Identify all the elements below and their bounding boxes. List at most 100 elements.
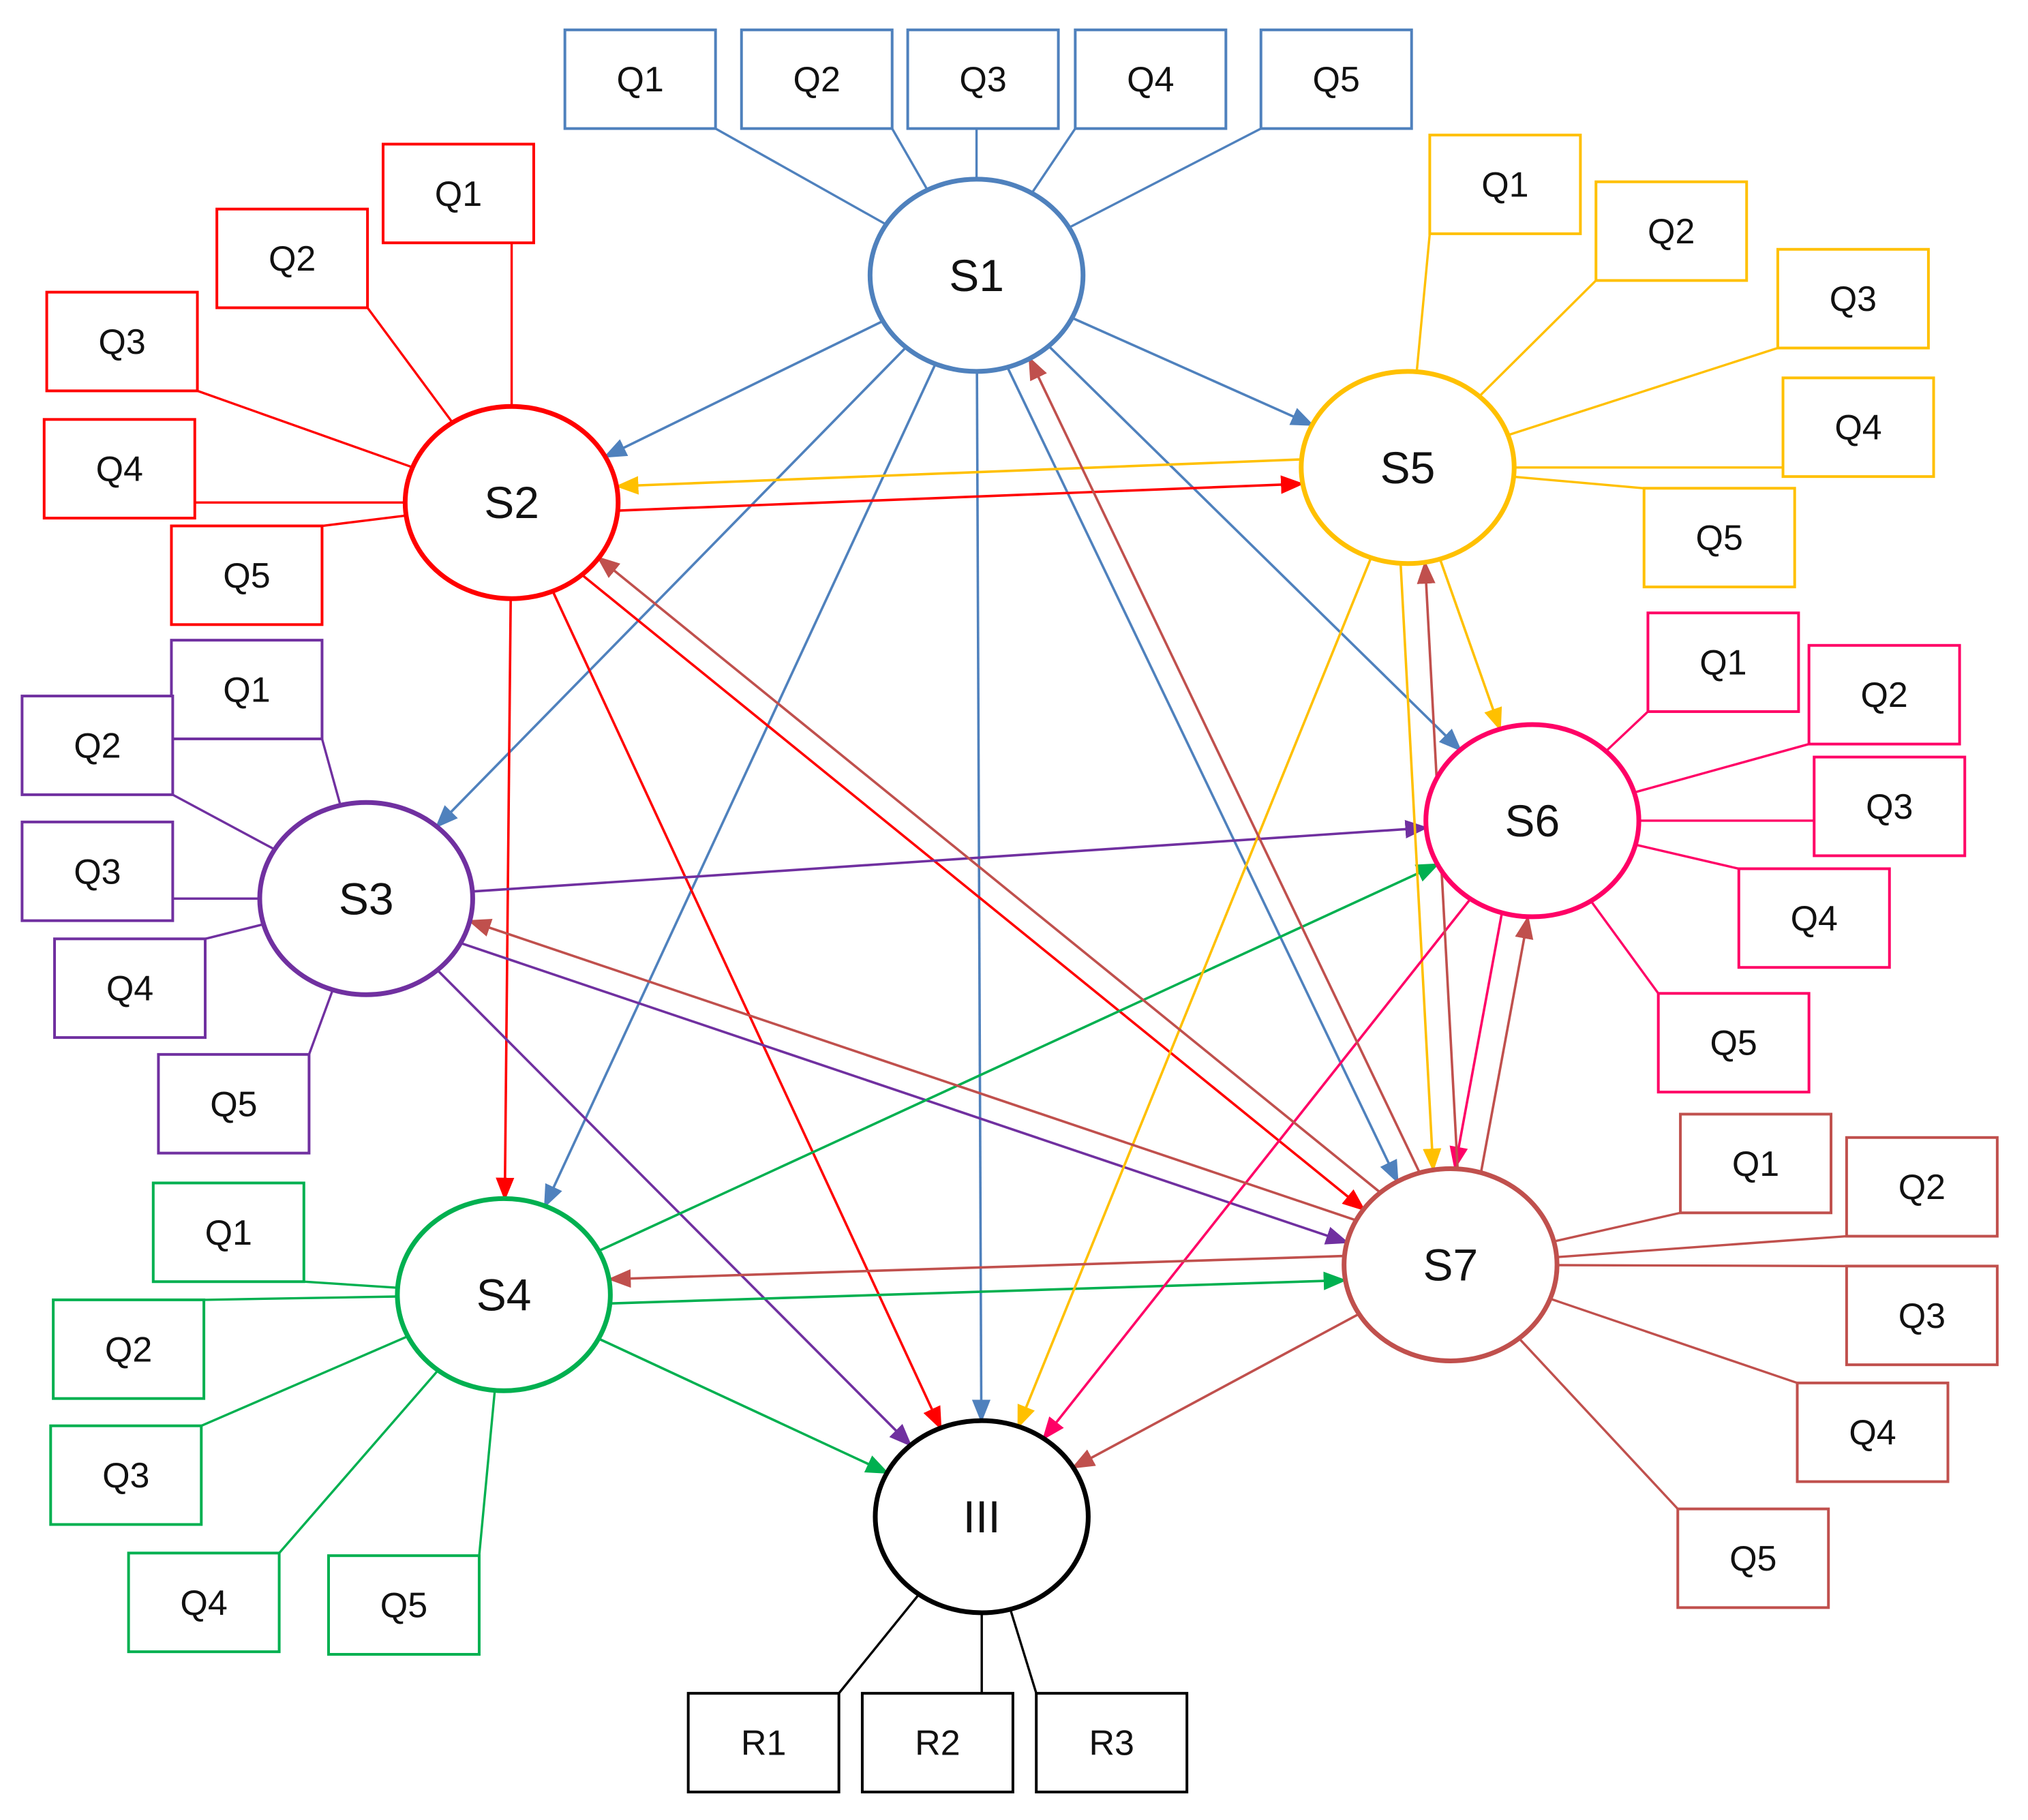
indicator-box-s2-q1: Q1	[381, 142, 535, 245]
indicator-label: R3	[1089, 1724, 1134, 1763]
indicator-box-s7-q1: Q1	[1679, 1112, 1833, 1215]
construct-node-s4: S4	[395, 1196, 613, 1393]
indicator-label: Q1	[1699, 643, 1746, 683]
indicator-label: Q3	[1898, 1296, 1946, 1336]
indicator-link-s4-q4	[278, 1369, 440, 1554]
indicator-label: Q4	[1849, 1413, 1896, 1453]
indicator-label: Q3	[98, 322, 145, 362]
indicator-box-s5-q2: Q2	[1594, 180, 1749, 282]
path-arrow-s2-to-s7	[582, 575, 1366, 1211]
path-arrow-s3-to-s7	[461, 942, 1350, 1245]
construct-node-s2: S2	[402, 404, 621, 601]
indicator-label: Q3	[1866, 787, 1913, 827]
path-arrow-s7-to-s3	[467, 919, 1355, 1222]
indicator-label: Q2	[1648, 212, 1695, 252]
indicator-link-s6-q5	[1590, 900, 1660, 995]
path-arrow-s4-to-s6	[598, 863, 1440, 1252]
indicator-box-iii-r2: R2	[860, 1692, 1014, 1793]
path-arrow-s2-to-s4	[496, 598, 515, 1201]
indicator-box-s4-q3: Q3	[49, 1424, 203, 1526]
indicator-link-s3-q4	[205, 923, 264, 940]
indicator-box-s2-q4: Q4	[42, 418, 196, 520]
indicator-box-s3-q1: Q1	[170, 639, 324, 740]
indicator-box-s6-q4: Q4	[1737, 867, 1891, 969]
indicator-label: Q4	[180, 1583, 227, 1623]
construct-label: S5	[1380, 442, 1436, 493]
indicator-link-s5-q2	[1478, 279, 1597, 397]
indicator-box-s1-q5: Q5	[1259, 28, 1413, 130]
indicator-label: Q2	[74, 726, 121, 765]
construct-label: III	[963, 1491, 1001, 1542]
indicator-box-s2-q3: Q3	[45, 290, 199, 393]
indicator-link-s1-q1	[714, 127, 887, 226]
indicator-link-s6-q4	[1635, 843, 1740, 870]
indicator-label: Q1	[1732, 1144, 1779, 1184]
indicator-box-s7-q4: Q4	[1796, 1381, 1950, 1483]
path-arrow-s3-to-s6	[472, 819, 1429, 893]
indicator-box-s5-q5: Q5	[1642, 487, 1796, 589]
indicator-label: Q1	[223, 671, 270, 710]
indicator-box-s4-q2: Q2	[52, 1298, 206, 1400]
indicator-box-s5-q1: Q1	[1428, 134, 1582, 235]
path-arrow-s5-to-s2	[615, 458, 1301, 495]
construct-node-s7: S7	[1342, 1166, 1560, 1363]
indicator-box-s2-q5: Q5	[170, 524, 324, 626]
indicator-link-s2-q2	[366, 307, 454, 424]
indicator-link-s4-q1	[303, 1280, 398, 1289]
path-arrow-s5-to-s6	[1438, 558, 1502, 731]
construct-node-s6: S6	[1423, 722, 1641, 920]
indicator-link-s7-q3	[1557, 1264, 1847, 1268]
indicator-link-s7-q4	[1549, 1297, 1798, 1384]
path-arrow-s3-to-iii	[436, 969, 913, 1447]
path-arrow-s5-to-iii	[1017, 557, 1372, 1429]
indicator-box-s1-q1: Q1	[563, 28, 717, 130]
indicator-box-s6-q5: Q5	[1656, 992, 1811, 1094]
path-arrow-s1-to-s5	[1071, 316, 1315, 427]
indicator-link-s3-q1	[320, 738, 342, 806]
indicator-link-s1-q4	[1031, 127, 1076, 194]
indicator-link-s2-q3	[196, 389, 413, 469]
indicator-label: Q5	[1313, 60, 1360, 100]
indicator-link-s1-q5	[1068, 127, 1262, 229]
construct-node-s3: S3	[257, 800, 475, 997]
indicator-link-s4-q2	[204, 1295, 397, 1301]
indicator-box-s3-q5: Q5	[157, 1052, 311, 1155]
path-arrow-s7-to-s4	[607, 1254, 1344, 1288]
path-arrow-s2-to-iii	[551, 590, 942, 1431]
indicator-label: Q2	[793, 60, 841, 100]
indicator-label: Q5	[223, 556, 270, 596]
construct-label: S2	[484, 477, 539, 528]
path-arrow-s5-to-s7	[1399, 564, 1442, 1172]
indicator-label: Q4	[1127, 60, 1174, 100]
path-arrow-s7-to-s1	[1028, 356, 1421, 1172]
indicator-link-s7-q2	[1556, 1234, 1847, 1258]
path-arrow-s1-to-s4	[543, 363, 937, 1209]
indicator-box-s3-q4: Q4	[53, 937, 207, 1040]
indicator-label: Q3	[1830, 279, 1877, 319]
indicator-box-s7-q5: Q5	[1676, 1507, 1830, 1609]
indicator-box-s4-q5: Q5	[327, 1554, 481, 1656]
indicator-box-iii-r1: R1	[686, 1692, 841, 1793]
indicator-label: Q4	[106, 969, 153, 1009]
indicator-link-s6-q2	[1633, 742, 1810, 794]
indicator-box-iii-r3: R3	[1035, 1692, 1189, 1793]
indicator-label: Q3	[102, 1456, 149, 1496]
indicator-link-s5-q3	[1507, 346, 1779, 436]
indicator-box-s7-q3: Q3	[1845, 1264, 1999, 1367]
indicator-box-s1-q2: Q2	[740, 28, 894, 130]
indicator-label: Q2	[1898, 1168, 1946, 1207]
indicator-box-s1-q4: Q4	[1074, 28, 1228, 130]
indicator-label: Q1	[1481, 166, 1528, 205]
indicator-link-s7-q1	[1554, 1211, 1681, 1243]
construct-node-iii: III	[873, 1418, 1091, 1616]
indicator-link-s4-q5	[478, 1390, 496, 1556]
indicator-link-s1-q2	[891, 127, 929, 191]
indicator-label: Q1	[205, 1213, 252, 1253]
indicator-label: Q5	[210, 1085, 257, 1124]
indicator-link-s3-q2	[172, 793, 275, 851]
indicator-label: Q1	[435, 175, 482, 214]
indicator-label: Q4	[1834, 408, 1881, 448]
indicator-label: Q2	[105, 1330, 152, 1369]
indicator-label: R1	[741, 1724, 786, 1763]
indicator-label: Q4	[1791, 899, 1838, 939]
